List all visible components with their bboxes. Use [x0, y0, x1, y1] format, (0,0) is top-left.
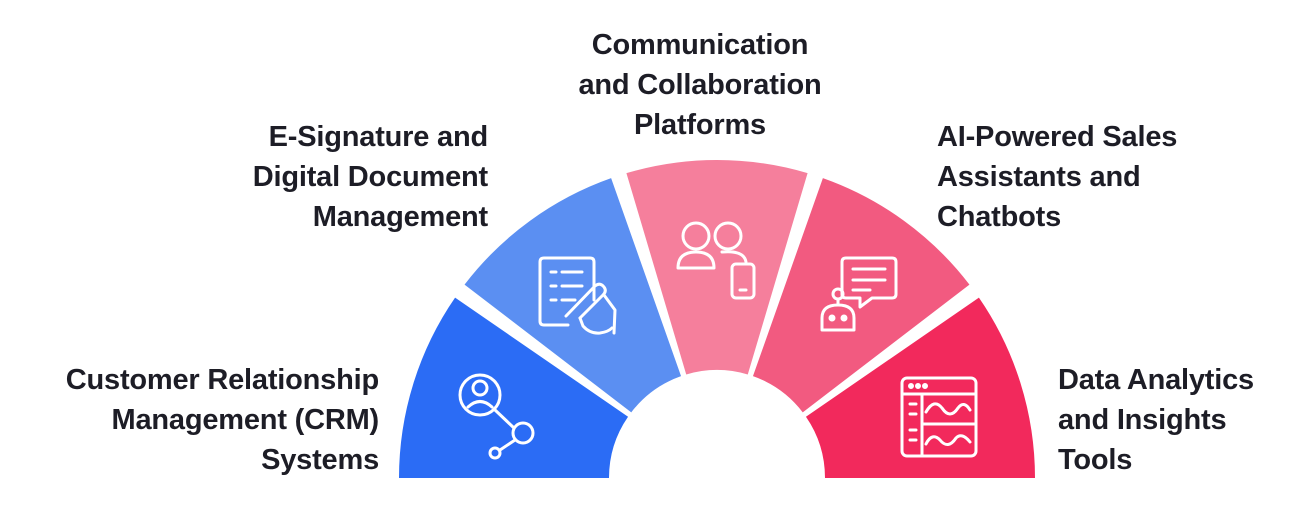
segment-communication — [626, 160, 808, 375]
robot-chat-icon — [820, 256, 898, 332]
label-esignature-line: Digital Document — [252, 161, 488, 193]
label-esignature-line: Management — [312, 201, 488, 233]
people-phone-icon — [676, 221, 756, 300]
label-communication-line: Platforms — [634, 109, 766, 141]
label-crm-line: Systems — [261, 444, 379, 476]
label-communication: Communication and Collaboration Platform… — [500, 25, 900, 145]
label-crm-line: Management (CRM) — [111, 404, 380, 436]
label-ai-sales-line: Assistants and — [937, 161, 1141, 193]
label-analytics-line: Data Analytics — [1058, 364, 1254, 396]
document-signature-icon — [538, 256, 617, 335]
label-analytics-line: and Insights — [1058, 404, 1227, 436]
segment-esignature — [464, 178, 682, 413]
label-communication-line: Communication — [591, 29, 809, 61]
label-ai-sales-line: AI-Powered Sales — [937, 121, 1178, 153]
label-crm: Customer Relationship Management (CRM) S… — [66, 360, 379, 480]
label-crm-line: Customer Relationship — [65, 364, 379, 396]
analytics-dashboard-icon — [900, 376, 978, 458]
label-analytics: Data Analytics and Insights Tools — [1058, 360, 1254, 480]
label-analytics-line: Tools — [1058, 444, 1133, 476]
label-esignature: E-Signature and Digital Document Managem… — [253, 117, 488, 237]
label-esignature-line: E-Signature and — [268, 121, 489, 153]
segment-analytics — [805, 297, 1035, 478]
label-ai-sales-line: Chatbots — [937, 201, 1062, 233]
segment-crm — [399, 297, 629, 478]
label-ai-sales: AI-Powered Sales Assistants and Chatbots — [937, 117, 1177, 237]
label-communication-line: and Collaboration — [578, 69, 822, 101]
segment-ai-sales — [752, 178, 970, 413]
crm-network-icon — [458, 373, 535, 460]
